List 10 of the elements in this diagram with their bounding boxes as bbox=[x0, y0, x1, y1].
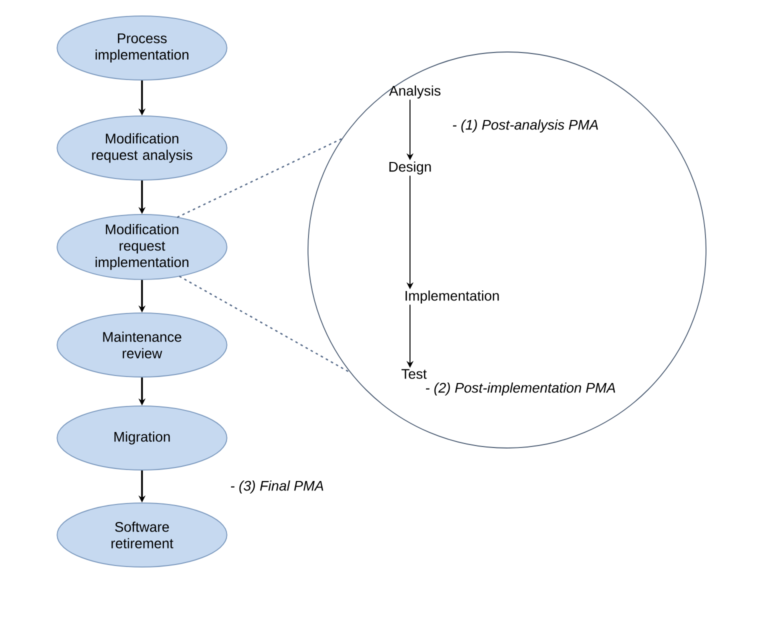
note-text: - (3) Final PMA bbox=[230, 480, 324, 494]
detail-ellipse bbox=[308, 52, 706, 448]
step-text: Design bbox=[389, 162, 431, 174]
dotted-line bbox=[176, 138, 343, 218]
dotted-line bbox=[179, 276, 351, 374]
note-text: - (2) Post-implementation PMA bbox=[426, 382, 616, 396]
note-text: - (1) Post-analysis PMA bbox=[452, 120, 598, 132]
step-text: Analysis bbox=[389, 86, 440, 98]
step-text: Test bbox=[402, 369, 427, 379]
step-text: Implementation bbox=[406, 290, 499, 304]
